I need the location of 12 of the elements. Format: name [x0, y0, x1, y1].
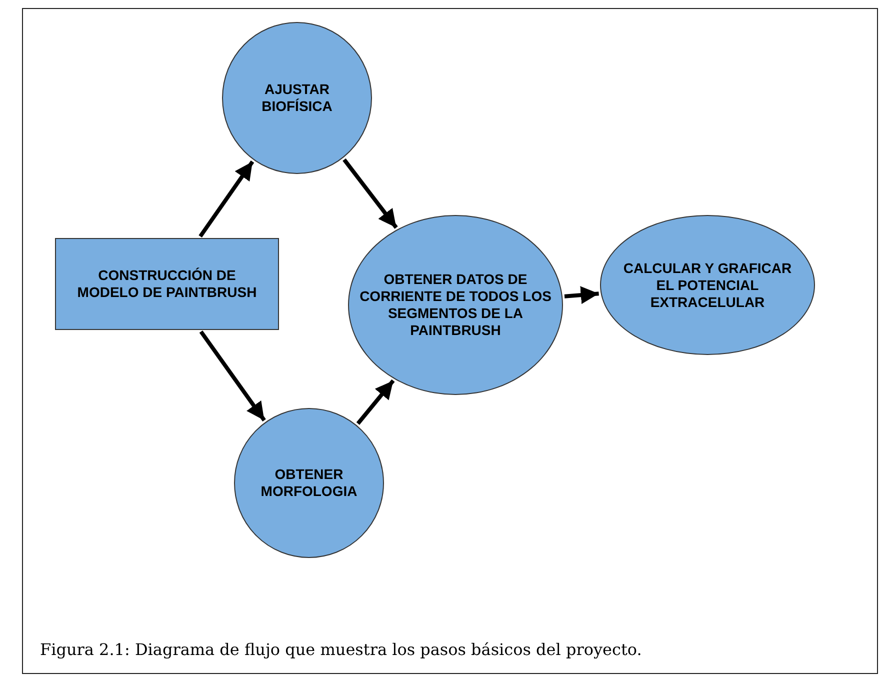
- process-box: [55, 238, 279, 330]
- node-label: CONSTRUCCIÓN DE MODELO DE PAINTBRUSH: [76, 267, 258, 301]
- node-label: AJUSTAR BIOFÍSICA: [260, 81, 334, 115]
- node-label: CALCULAR Y GRAFICAR EL POTENCIAL EXTRACELULAR: [622, 260, 793, 310]
- arrow: [198, 160, 254, 238]
- arrow: [199, 330, 266, 422]
- figure-caption: Figura 2.1: Diagrama de flujo que muestra los pasos básicos del proyecto.: [40, 640, 643, 659]
- node-label: OBTENER MORFOLOGIA: [260, 466, 358, 500]
- arrow: [564, 286, 599, 304]
- arrow: [356, 379, 395, 425]
- node-label: OBTENER DATOS DE CORRIENTE DE TODOS LOS SEGMENTOS DE LA PAINTBRUSH: [358, 271, 552, 339]
- arrow: [342, 158, 398, 229]
